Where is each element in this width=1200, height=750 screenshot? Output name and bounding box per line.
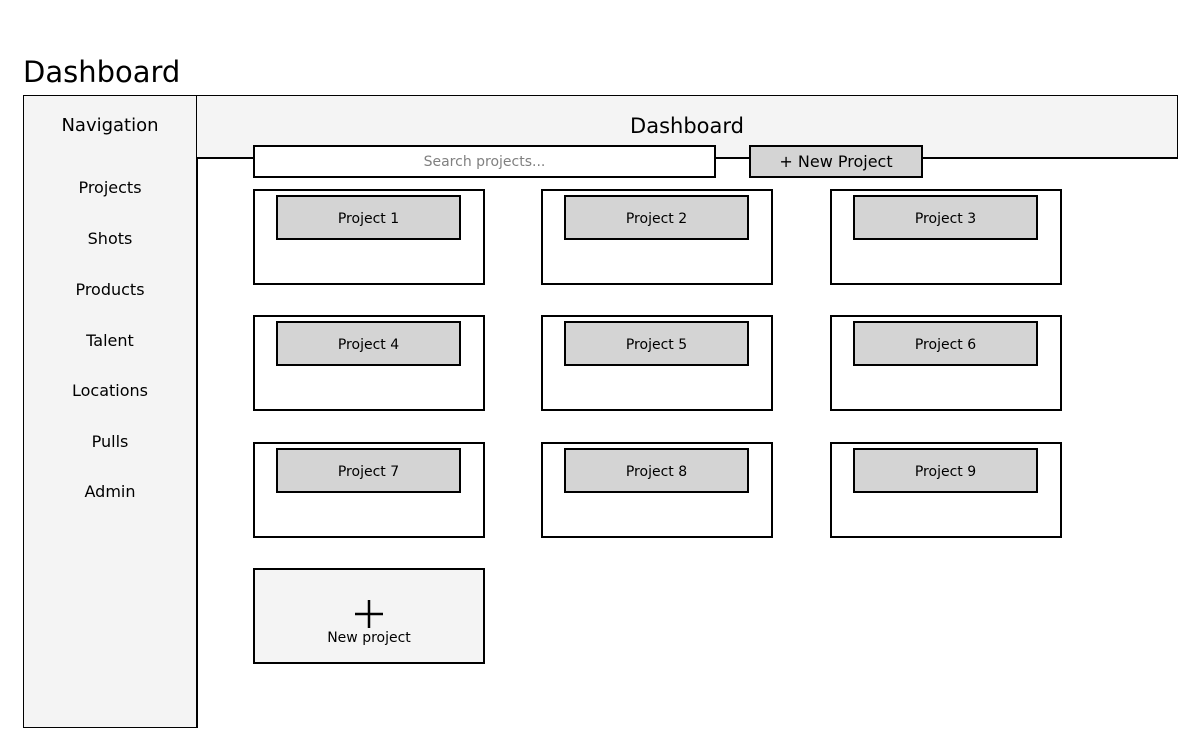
sidebar-divider xyxy=(196,95,198,728)
new-project-card-label: New project xyxy=(327,630,411,646)
header-title: Dashboard xyxy=(630,114,744,138)
sidebar-item-shots[interactable]: Shots xyxy=(87,229,133,248)
project-card: Project 8 xyxy=(541,442,773,538)
project-card: Project 5 xyxy=(541,315,773,411)
sidebar: Navigation Projects Shots Products Talen… xyxy=(23,95,197,728)
project-card: Project 6 xyxy=(830,315,1062,411)
sidebar-item-talent[interactable]: Talent xyxy=(86,331,134,350)
project-card-button[interactable]: Project 1 xyxy=(276,195,461,240)
project-card: Project 1 xyxy=(253,189,485,285)
new-project-card[interactable]: New project xyxy=(253,568,485,664)
project-card: Project 4 xyxy=(253,315,485,411)
project-card-button[interactable]: Project 3 xyxy=(853,195,1038,240)
sidebar-item-locations[interactable]: Locations xyxy=(71,381,148,400)
sidebar-item-projects[interactable]: Projects xyxy=(78,178,142,197)
plus-icon xyxy=(354,599,384,629)
project-card-button[interactable]: Project 7 xyxy=(276,448,461,493)
project-card-button[interactable]: Project 5 xyxy=(564,321,749,366)
sidebar-item-products[interactable]: Products xyxy=(75,280,145,299)
project-card: Project 7 xyxy=(253,442,485,538)
project-card-button[interactable]: Project 4 xyxy=(276,321,461,366)
project-card-button[interactable]: Project 6 xyxy=(853,321,1038,366)
project-card: Project 9 xyxy=(830,442,1062,538)
project-card-button[interactable]: Project 2 xyxy=(564,195,749,240)
search-input[interactable] xyxy=(253,145,716,178)
new-project-button[interactable]: + New Project xyxy=(749,145,923,178)
project-card: Project 3 xyxy=(830,189,1062,285)
sidebar-item-pulls[interactable]: Pulls xyxy=(91,432,129,451)
page-title: Dashboard xyxy=(23,55,181,89)
sidebar-title: Navigation xyxy=(61,115,159,136)
project-card-button[interactable]: Project 8 xyxy=(564,448,749,493)
project-card-button[interactable]: Project 9 xyxy=(853,448,1038,493)
project-card: Project 2 xyxy=(541,189,773,285)
sidebar-item-admin[interactable]: Admin xyxy=(84,482,136,501)
